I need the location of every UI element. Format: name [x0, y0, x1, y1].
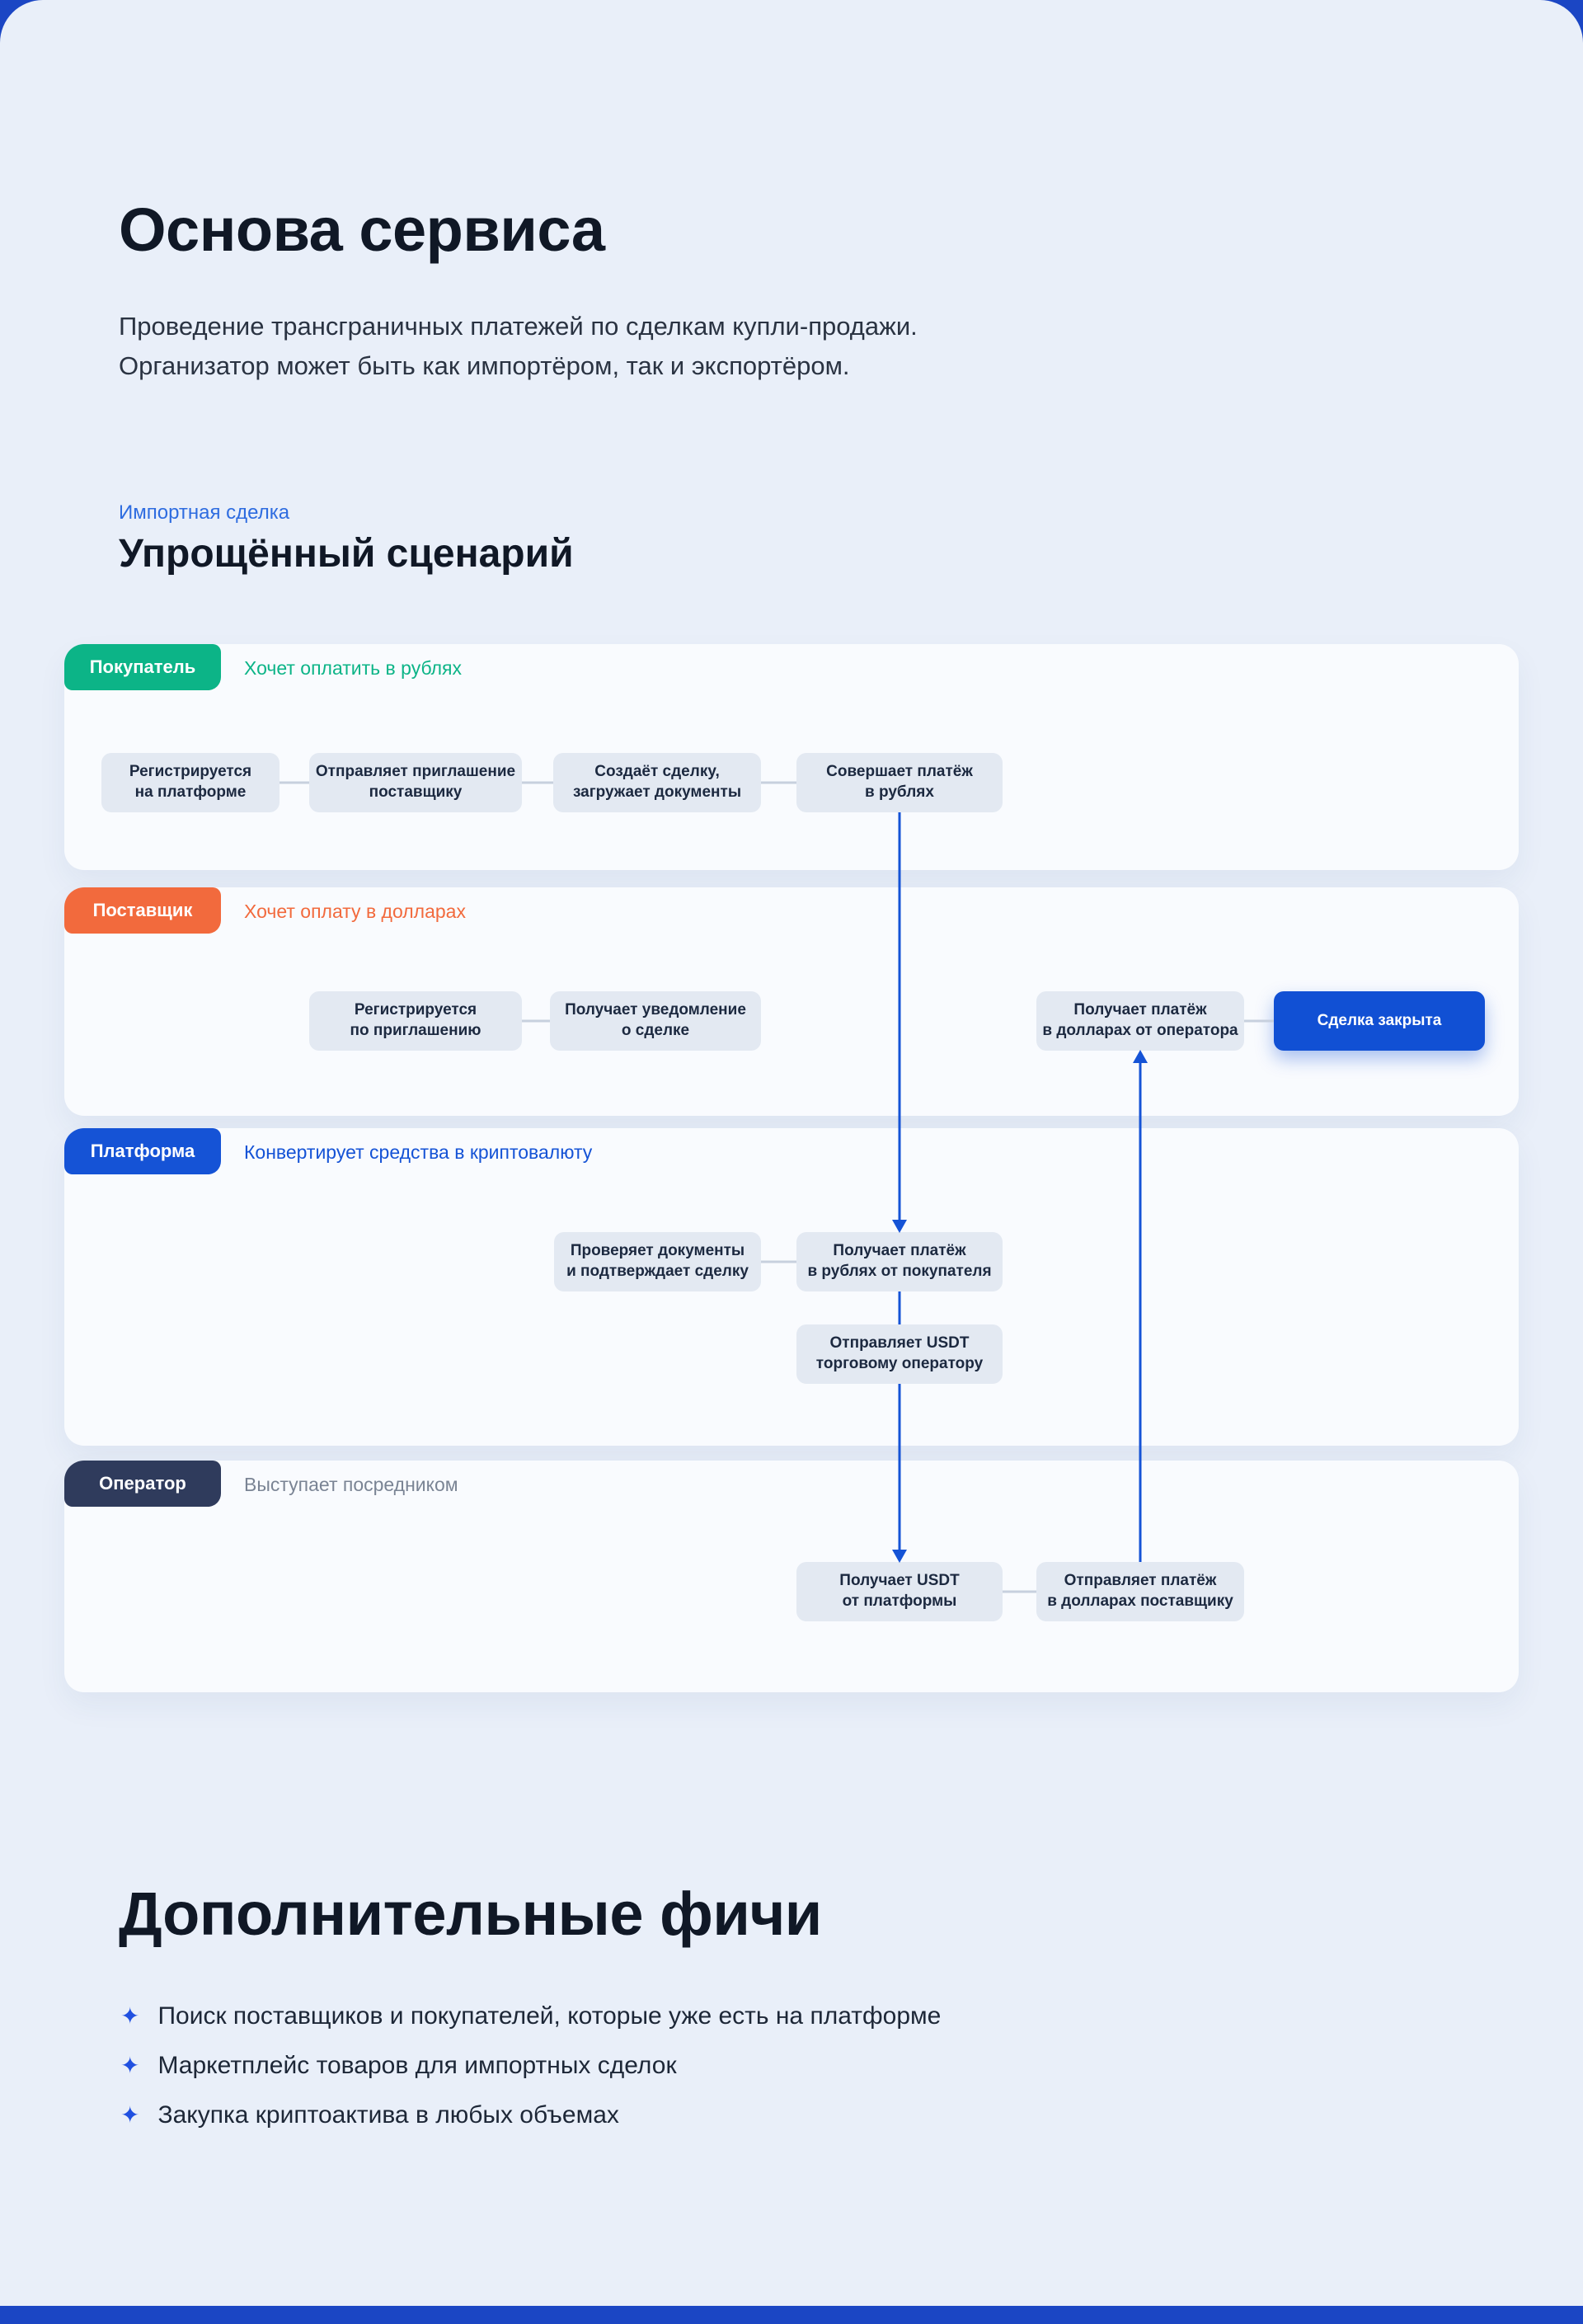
lane-buyer-note: Хочет оплатить в рублях [244, 657, 462, 679]
page-title: Основа сервиса [119, 195, 605, 264]
step-get-usd-payment: Получает платёж в долларах от оператора [1036, 991, 1244, 1051]
scenario-diagram: Покупатель Хочет оплатить в рублях Регис… [64, 644, 1519, 1692]
features-title: Дополнительные фичи [119, 1879, 822, 1948]
features-list: ✦ Поиск поставщиков и покупателей, котор… [120, 2002, 941, 2129]
step-receive-rubles: Получает платёж в рублях от покупателя [796, 1232, 1003, 1291]
step-register-invite: Регистрируется по приглашению [309, 991, 522, 1051]
feature-text: Закупка криптоактива в любых объемах [157, 2101, 619, 2129]
lane-buyer: Покупатель Хочет оплатить в рублях Регис… [64, 644, 1519, 870]
feature-text: Маркетплейс товаров для импортных сделок [157, 2052, 677, 2079]
lane-supplier-badge: Поставщик [64, 887, 221, 934]
step-create-deal: Создаёт сделку, загружает документы [553, 753, 761, 812]
step-send-invite: Отправляет приглашение поставщику [309, 753, 522, 812]
lane-platform-badge: Платформа [64, 1128, 221, 1174]
step-check-documents: Проверяет документы и подтверждает сделк… [554, 1232, 761, 1291]
feature-text: Поиск поставщиков и покупателей, которые… [157, 2002, 942, 2030]
page-description: Проведение трансграничных платежей по сд… [119, 312, 918, 381]
lane-platform: Платформа Конвертирует средства в крипто… [64, 1128, 1519, 1446]
lane-platform-note: Конвертирует средства в криптовалюту [244, 1141, 593, 1163]
feature-item: ✦ Поиск поставщиков и покупателей, котор… [120, 2002, 941, 2030]
step-get-notification: Получает уведомление о сделке [550, 991, 761, 1051]
step-register-platform: Регистрируется на платформе [101, 753, 279, 812]
lane-operator: Оператор Выступает посредником Получает … [64, 1461, 1519, 1692]
section-eyebrow: Импортная сделка [119, 501, 290, 524]
lane-operator-note: Выступает посредником [244, 1474, 458, 1495]
lane-buyer-badge: Покупатель [64, 644, 221, 690]
lane-supplier: Поставщик Хочет оплату в долларах Регист… [64, 887, 1519, 1116]
step-receive-usdt: Получает USDT от платформы [796, 1562, 1003, 1621]
section-title: Упрощённый сценарий [119, 532, 574, 576]
diamond-icon: ✦ [120, 2053, 140, 2078]
lane-supplier-note: Хочет оплату в долларах [244, 901, 466, 922]
feature-item: ✦ Закупка криптоактива в любых объемах [120, 2101, 941, 2129]
diamond-icon: ✦ [120, 2003, 140, 2029]
feature-item: ✦ Маркетплейс товаров для импортных сдел… [120, 2052, 941, 2080]
step-send-usd-supplier: Отправляет платёж в долларах поставщику [1036, 1562, 1244, 1621]
lane-operator-badge: Оператор [64, 1461, 221, 1507]
diamond-icon: ✦ [120, 2102, 140, 2128]
step-pay-rubles: Совершает платёж в рублях [796, 753, 1003, 812]
step-send-usdt: Отправляет USDT торговому оператору [796, 1324, 1003, 1384]
deal-closed-box: Сделка закрыта [1274, 991, 1485, 1051]
